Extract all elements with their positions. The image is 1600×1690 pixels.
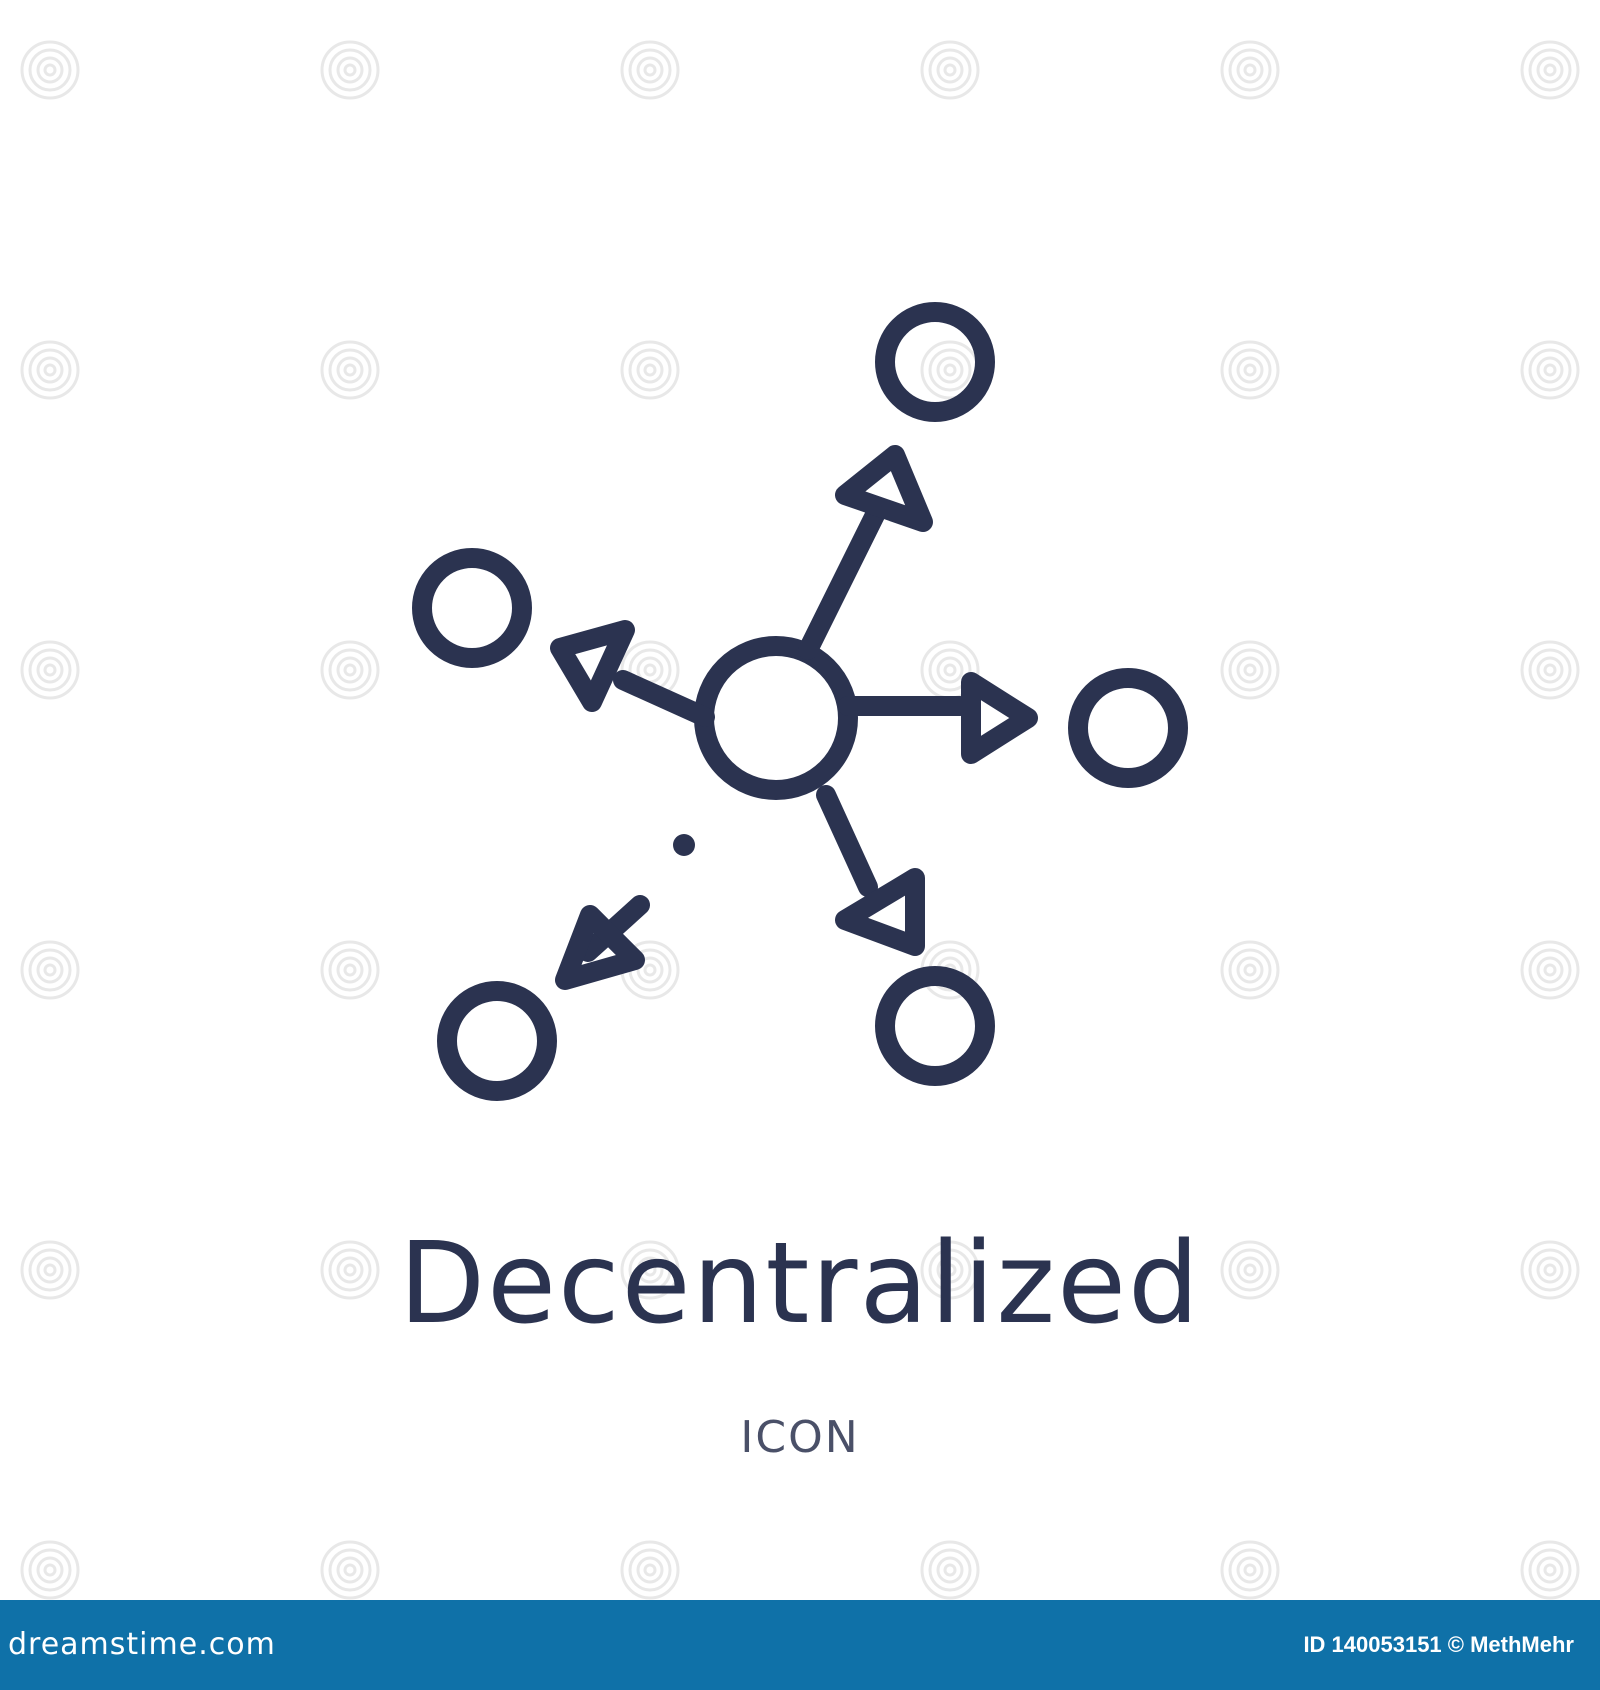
page-subtitle: ICON [740, 1412, 860, 1463]
connector-bottom-right [816, 785, 878, 897]
node-left-icon [412, 548, 532, 668]
watermark-spiral [636, 1556, 664, 1584]
hub-node-icon [694, 636, 858, 800]
watermark-spiral [928, 1548, 972, 1592]
node-right-icon [1068, 668, 1188, 788]
arrow-left-icon [550, 620, 635, 712]
watermark-spiral [43, 1563, 57, 1577]
watermark-spiral [1536, 1556, 1564, 1584]
connector-left [613, 670, 715, 727]
watermark-spiral [920, 1540, 980, 1600]
watermark-spiral [28, 1548, 72, 1592]
watermark-spiral [336, 1556, 364, 1584]
watermark-spiral [943, 1563, 957, 1577]
watermark-spiral [643, 1563, 657, 1577]
node-top-icon [875, 302, 995, 422]
connector-top [798, 505, 885, 660]
arrow-bottom-left-icon [555, 905, 645, 990]
watermark-spiral [20, 1540, 80, 1600]
node-bottom-left-icon [437, 981, 557, 1101]
decentralized-network-icon [412, 302, 1188, 1101]
footer-bar: dreamstime.com ID 140053151 © MethMehr [0, 1600, 1600, 1690]
footer-credit: ID 140053151 © MethMehr [1303, 1632, 1574, 1657]
arrow-bottom-right-icon [835, 868, 925, 956]
watermark-spiral [1543, 1563, 1557, 1577]
watermark-spiral [328, 1548, 372, 1592]
watermark-spiral [1520, 1540, 1580, 1600]
arrow-right-icon [961, 672, 1038, 764]
watermark-spiral [1220, 1540, 1280, 1600]
watermark-spiral [620, 1540, 680, 1600]
watermark-spiral [343, 1563, 357, 1577]
watermark-spiral [1236, 1556, 1264, 1584]
watermark-spiral [628, 1548, 672, 1592]
node-bottom-right-icon [875, 966, 995, 1086]
watermark-spiral [1528, 1548, 1572, 1592]
watermark-spiral [320, 1540, 380, 1600]
page-title: Decentralized [398, 1219, 1202, 1349]
watermark-spiral [936, 1556, 964, 1584]
footer-site-logo[interactable]: dreamstime.com [8, 1627, 276, 1662]
watermark-spiral [36, 1556, 64, 1584]
watermark-spiral [1228, 1548, 1272, 1592]
watermark-spiral [1243, 1563, 1257, 1577]
connector-dot [673, 834, 695, 856]
arrow-top-icon [835, 445, 933, 532]
